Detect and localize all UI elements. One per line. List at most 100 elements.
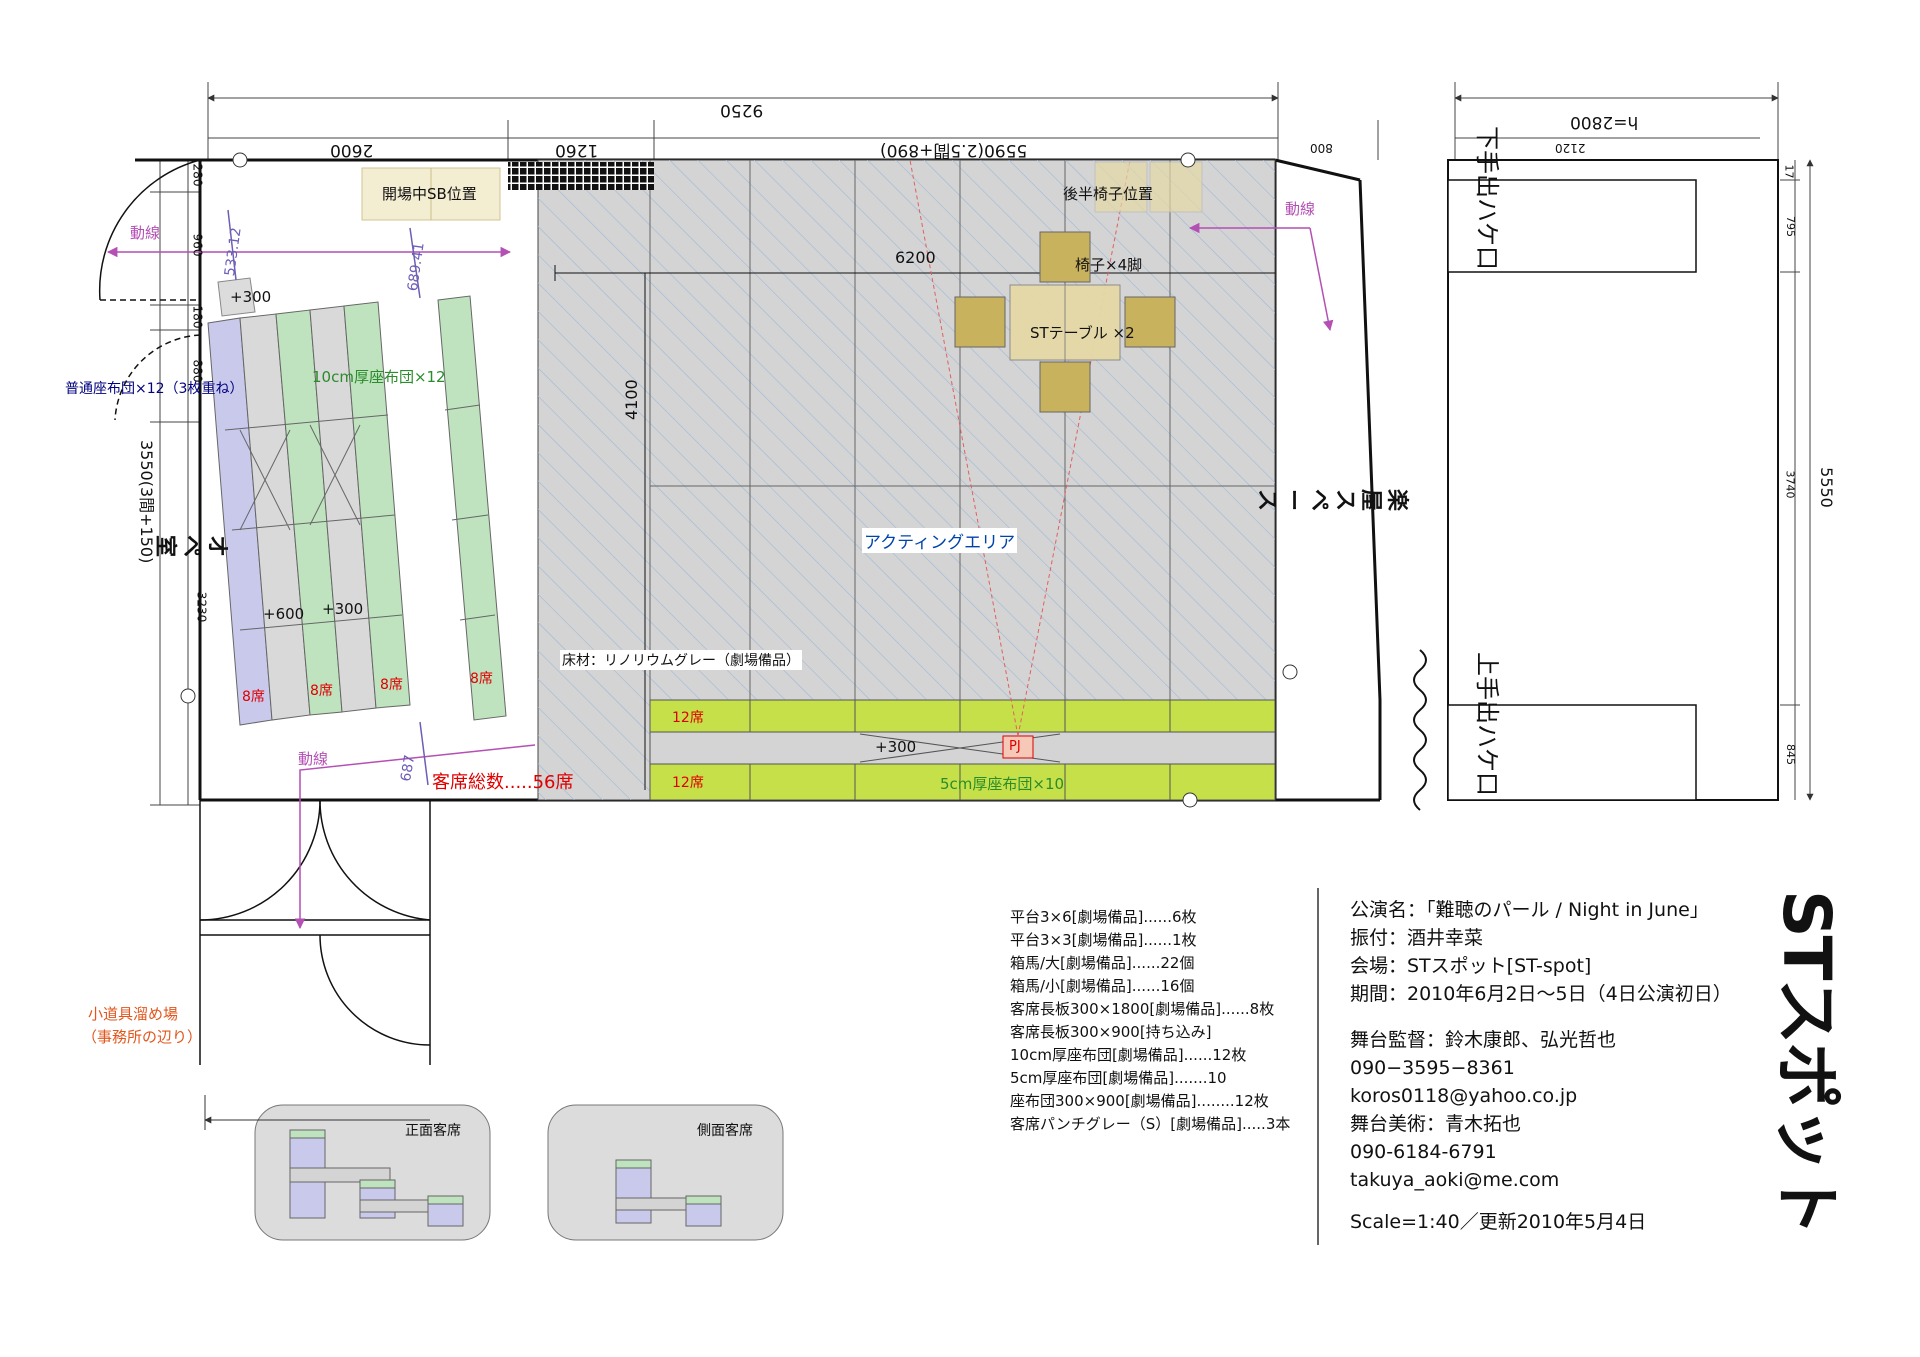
chair-top xyxy=(1039,231,1091,283)
dim-r17: 17 xyxy=(1782,164,1796,179)
dim-r3740: 3740 xyxy=(1783,470,1797,499)
seat-row-top xyxy=(649,699,1276,733)
chair-right xyxy=(1124,296,1176,348)
dim-left-3230: 3230 xyxy=(194,591,209,623)
info-period: 期間：2010年6月2日～5日（4日公演初日） xyxy=(1350,983,1732,1005)
dim-left-960: 960 xyxy=(190,233,205,257)
legend-item: 10cm厚座布団[劇場備品]......12枚 xyxy=(1010,1046,1247,1064)
side-seats-label: 側面客席 xyxy=(697,1123,753,1139)
legend-item: 箱馬/小[劇場備品]......16個 xyxy=(1010,977,1195,995)
thin-cushion-label: 5cm厚座布団×10 xyxy=(940,775,1065,793)
plus300-left: +300 xyxy=(230,288,272,306)
rear-chair-1 xyxy=(1094,161,1148,213)
right-dimensions xyxy=(1780,159,1814,801)
dim-r845: 845 xyxy=(1784,744,1797,765)
purple-dims xyxy=(227,209,429,786)
legend-item: 5cm厚座布団[劇場備品].......10 xyxy=(1010,1069,1227,1087)
acting-area-label: アクティングエリア xyxy=(862,528,1018,553)
info-art-mail: takuya_aoki@me.com xyxy=(1350,1169,1560,1191)
chairs-label: 椅子×4脚 xyxy=(1075,256,1143,274)
dim-stage-depth: 4100 xyxy=(622,379,641,420)
side-seat-diagram xyxy=(547,1104,784,1241)
legend-item: 客席長板300×900[持ち込み] xyxy=(1010,1023,1212,1041)
info-sm-mail: koros0118@yahoo.co.jp xyxy=(1350,1085,1578,1107)
legend-item: 平台3×6[劇場備品]......6枚 xyxy=(1010,908,1197,926)
dim-left: 2600 xyxy=(330,140,374,160)
legend-item: 箱馬/大[劇場備品]......22個 xyxy=(1010,954,1195,972)
plus600-label: +600 xyxy=(263,605,305,623)
info-scale: Scale=1:40／更新2010年5月4日 xyxy=(1350,1211,1647,1233)
left-seating xyxy=(207,295,507,726)
dim-left-180: 180 xyxy=(190,305,205,329)
production-info: 公演名：「難聴のパール / Night in June」 振付：酒井幸菜 会場：… xyxy=(1350,896,1732,1236)
doors xyxy=(98,159,431,1065)
flow-label-bottom: 動線 xyxy=(298,750,329,768)
front-seats-label: 正面客席 xyxy=(405,1123,461,1139)
thick-cushion-label: 10cm厚座布団×12 xyxy=(312,368,446,386)
plus300-front: +300 xyxy=(875,738,917,756)
dressing-wall-wave xyxy=(1413,649,1427,811)
flow-arrows xyxy=(106,222,1334,930)
seats12-top: 12席 xyxy=(672,710,704,726)
flow-label-right: 動線 xyxy=(1285,200,1316,218)
dark-grid-strip xyxy=(508,162,654,190)
total-seats-label: 客席総数.....56席 xyxy=(432,772,574,793)
shimote-label: 下手出ハケ口 xyxy=(1473,126,1501,270)
dim-left-280: 280 xyxy=(190,163,205,187)
props-storage-label-1: 小道具溜め場 xyxy=(88,1005,179,1023)
seats12-bottom: 12席 xyxy=(672,775,704,791)
st-spot-logo: STスポット xyxy=(1768,890,1845,1235)
info-art-phone: 090-6184-6791 xyxy=(1350,1141,1497,1163)
legend-item: 座布団300×900[劇場備品]........12枚 xyxy=(1010,1092,1269,1110)
info-art: 舞台美術：青木拓也 xyxy=(1350,1113,1522,1135)
legend-item: 客席長板300×1800[劇場備品]......8枚 xyxy=(1010,1000,1275,1018)
normal-cushion-label: 普通座布団×12（3枚重ね） xyxy=(65,381,244,397)
seat-row-bottom xyxy=(649,763,1276,801)
dressing-label: 楽屋スペース xyxy=(1254,489,1409,512)
info-title: 公演名：「難聴のパール / Night in June」 xyxy=(1350,899,1709,921)
shimote-box xyxy=(1447,179,1697,273)
rear-chairs-label: 後半椅子位置 xyxy=(1063,185,1154,203)
acting-area-hatch xyxy=(538,160,1275,800)
dim-total-width: 9250 xyxy=(720,100,764,120)
table-label: STテーブル ×2 xyxy=(1030,324,1135,342)
ope-room-label: オペ室 xyxy=(152,535,229,558)
dim-r795: 795 xyxy=(1784,216,1797,237)
info-stage-manager: 舞台監督：鈴木康郎、弘光哲也 xyxy=(1350,1029,1617,1051)
dim-middle: 1260 xyxy=(555,140,599,160)
dim-right-small: 800 xyxy=(1310,141,1333,155)
rear-chair-2 xyxy=(1149,161,1203,213)
kamite-box xyxy=(1447,704,1697,801)
chair-bottom xyxy=(1039,361,1091,413)
chair-left xyxy=(954,296,1006,348)
seats8-2: 8席 xyxy=(310,683,333,699)
table-left xyxy=(1009,284,1066,361)
dim-r5550: 5550 xyxy=(1816,467,1836,508)
info-choreo: 振付：酒井幸菜 xyxy=(1350,927,1484,949)
dim-stage-width: 5590(2.5間+890) xyxy=(880,140,1028,160)
legend-item: 客席パンチグレー（S）[劇場備品].....3本 xyxy=(1010,1115,1291,1133)
props-storage-label-2: （事務所の辺り） xyxy=(82,1028,203,1046)
legend-item: 平台3×3[劇場備品]......1枚 xyxy=(1010,931,1197,949)
plus300-block xyxy=(217,277,256,317)
seats8-1: 8席 xyxy=(242,689,265,705)
front-seat-diagram xyxy=(254,1104,491,1241)
floor-label: 床材：リノリウムグレー（劇場備品） xyxy=(560,650,802,670)
dim-green-h: h=2800 xyxy=(1570,112,1639,132)
wall-fixtures xyxy=(180,152,1298,808)
info-venue: 会場：STスポット[ST-spot] xyxy=(1350,955,1592,977)
top-dimensions xyxy=(207,82,1779,160)
table-right xyxy=(1064,284,1121,361)
sb-position-label: 開場中SB位置 xyxy=(382,185,477,203)
seats8-3: 8席 xyxy=(380,677,403,693)
dim-2120: 2120 xyxy=(1555,141,1586,155)
equipment-legend: 平台3×6[劇場備品]......6枚 平台3×3[劇場備品]......1枚 … xyxy=(1010,906,1290,1136)
pj-label: PJ xyxy=(1009,739,1021,754)
stage-dims xyxy=(554,265,1275,790)
info-sm-phone: 090−3595−8361 xyxy=(1350,1057,1515,1079)
seats8-4: 8席 xyxy=(470,671,493,687)
flow-label-left: 動線 xyxy=(130,224,161,242)
plus300-mid: +300 xyxy=(322,600,364,618)
kamite-label: 上手出ハケ口 xyxy=(1473,652,1501,796)
